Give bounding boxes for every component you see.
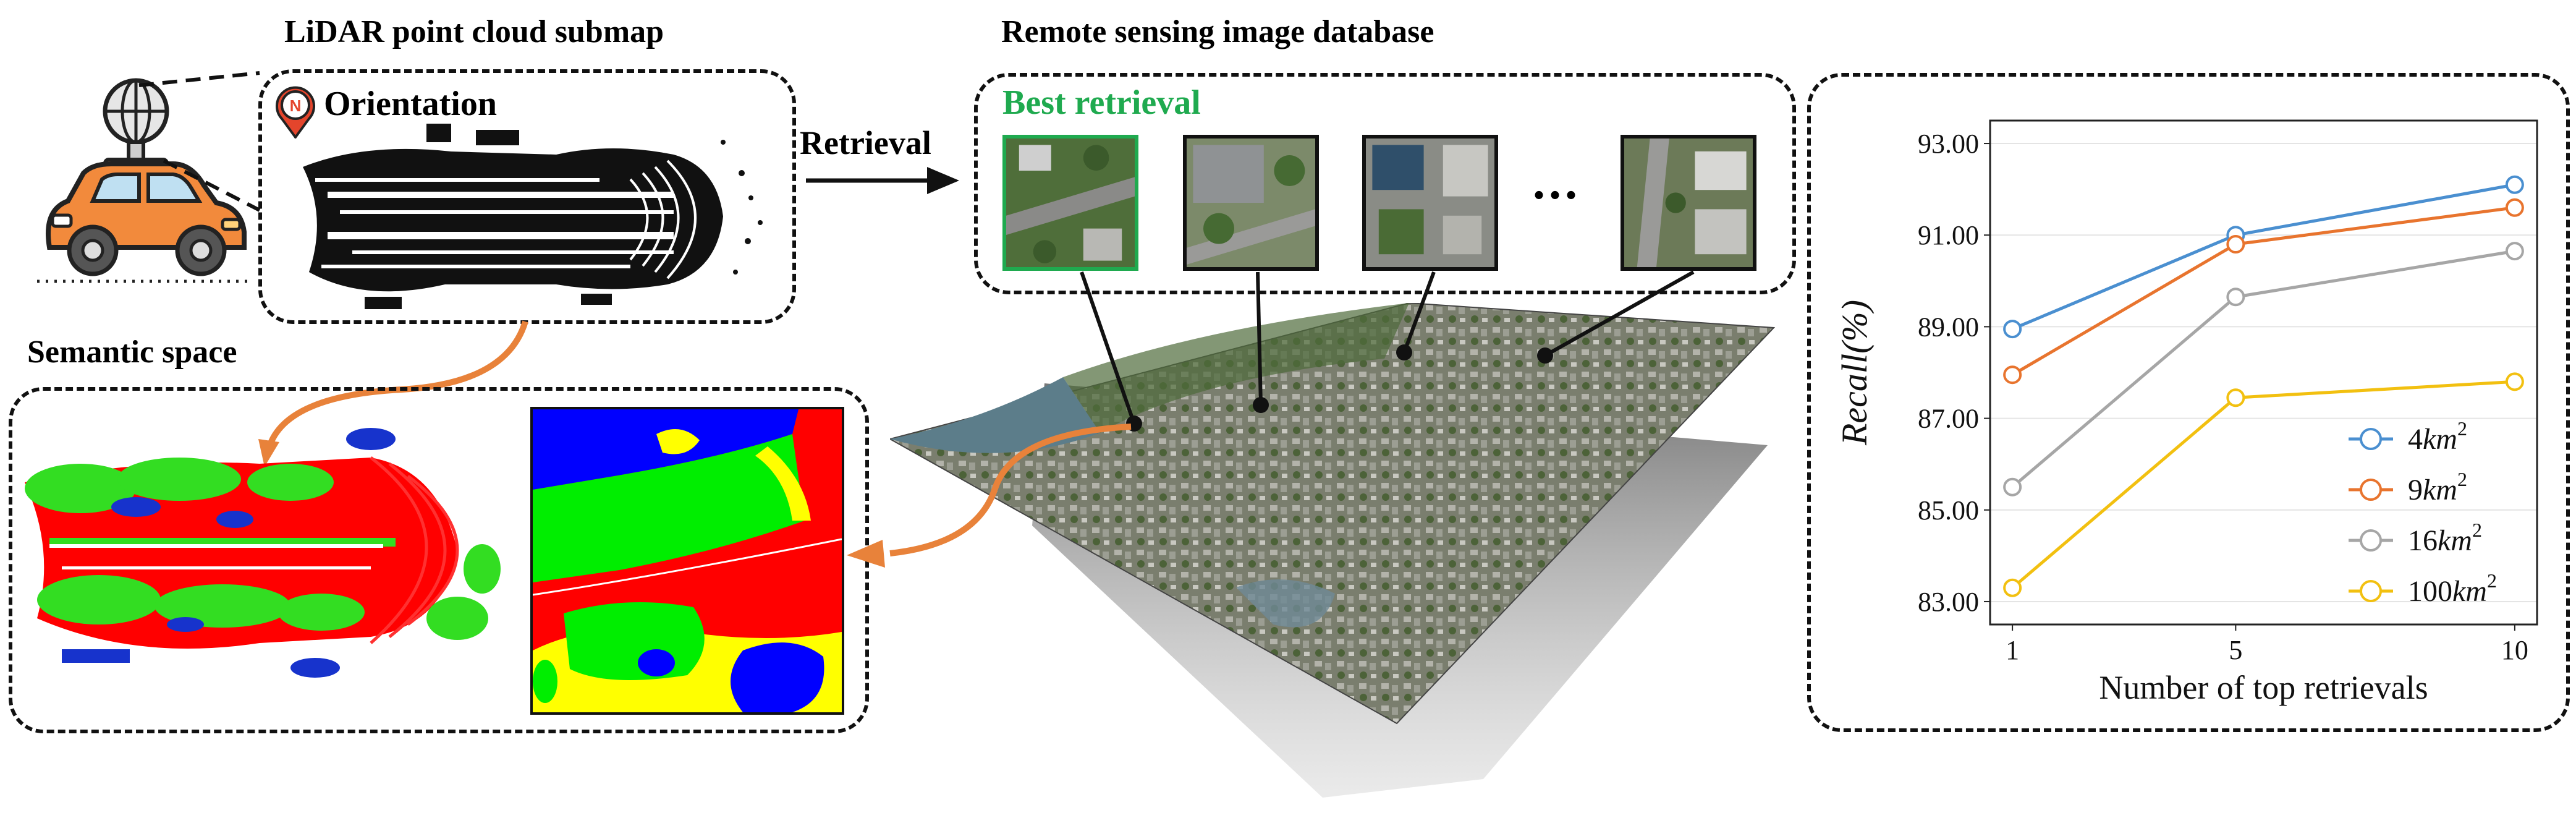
y-tick-label: 87.00 — [1918, 404, 1979, 434]
data-point — [2226, 235, 2245, 254]
best-retrieval-label: Best retrieval — [1002, 83, 1201, 122]
compass-icon: N — [276, 86, 315, 138]
retrieval-label: Retrieval — [800, 124, 931, 161]
legend-label: 4km2 — [2408, 417, 2467, 456]
compass-letter: N — [290, 96, 302, 115]
semantic-title: Semantic space — [27, 335, 237, 370]
orange-arrow-left — [847, 424, 1132, 568]
retrieval-arrow — [806, 167, 959, 194]
lidar-title: LiDAR point cloud submap — [284, 14, 664, 49]
semantic-map — [530, 407, 844, 715]
data-point — [2226, 388, 2245, 407]
semantic-point-cloud — [25, 428, 501, 678]
plot-frame — [1989, 119, 2538, 626]
y-tick-label: 91.00 — [1918, 220, 1979, 250]
satellite-map — [890, 303, 1776, 798]
thumbnail-last[interactable] — [1621, 135, 1756, 271]
data-point — [2505, 175, 2524, 194]
database-title: Remote sensing image database — [1001, 14, 1434, 49]
database-box — [974, 73, 1796, 294]
legend-label: 16km2 — [2408, 519, 2482, 557]
x-axis-label: Number of top retrievals — [2099, 669, 2428, 706]
thumbnail-2[interactable] — [1183, 135, 1319, 271]
data-point — [2505, 198, 2524, 217]
data-point — [2505, 242, 2524, 261]
data-point — [2505, 372, 2524, 391]
data-point — [2003, 578, 2022, 597]
y-tick-label: 93.00 — [1918, 129, 1979, 159]
data-point — [2003, 320, 2022, 339]
legend-marker — [2360, 529, 2382, 552]
y-axis-label: Recall(%) — [1834, 300, 1875, 446]
recall-chart: 83.00 85.00 87.00 89.00 91.00 93.00 1 5 10Number… — [1834, 119, 2538, 706]
y-tick-label: 83.00 — [1918, 587, 1979, 617]
legend-label: 9km2 — [2408, 468, 2467, 506]
legend-marker — [2360, 479, 2382, 501]
y-tick-label: 85.00 — [1918, 495, 1979, 526]
legend-marker — [2360, 428, 2382, 450]
connector-lines — [1080, 270, 1695, 432]
chart-box — [1807, 73, 2570, 732]
series-line — [2012, 183, 2515, 331]
x-tick-label: 5 — [2229, 635, 2242, 665]
x-tick-label: 10 — [2501, 635, 2528, 665]
ellipsis: ... — [1533, 155, 1581, 210]
thumbnail-best[interactable] — [1002, 135, 1138, 271]
thumbnail-3[interactable] — [1362, 135, 1498, 271]
y-tick-label: 89.00 — [1918, 312, 1979, 342]
data-point — [2003, 477, 2022, 496]
x-tick-label: 1 — [2006, 635, 2019, 665]
legend-marker — [2360, 580, 2382, 602]
zoom-lines — [138, 71, 261, 212]
orientation-label: Orientation — [324, 85, 497, 123]
car-icon — [37, 78, 247, 283]
data-point — [2003, 365, 2022, 385]
data-point — [2226, 288, 2245, 307]
legend-label: 100km2 — [2408, 569, 2497, 608]
lidar-point-cloud — [303, 124, 763, 309]
